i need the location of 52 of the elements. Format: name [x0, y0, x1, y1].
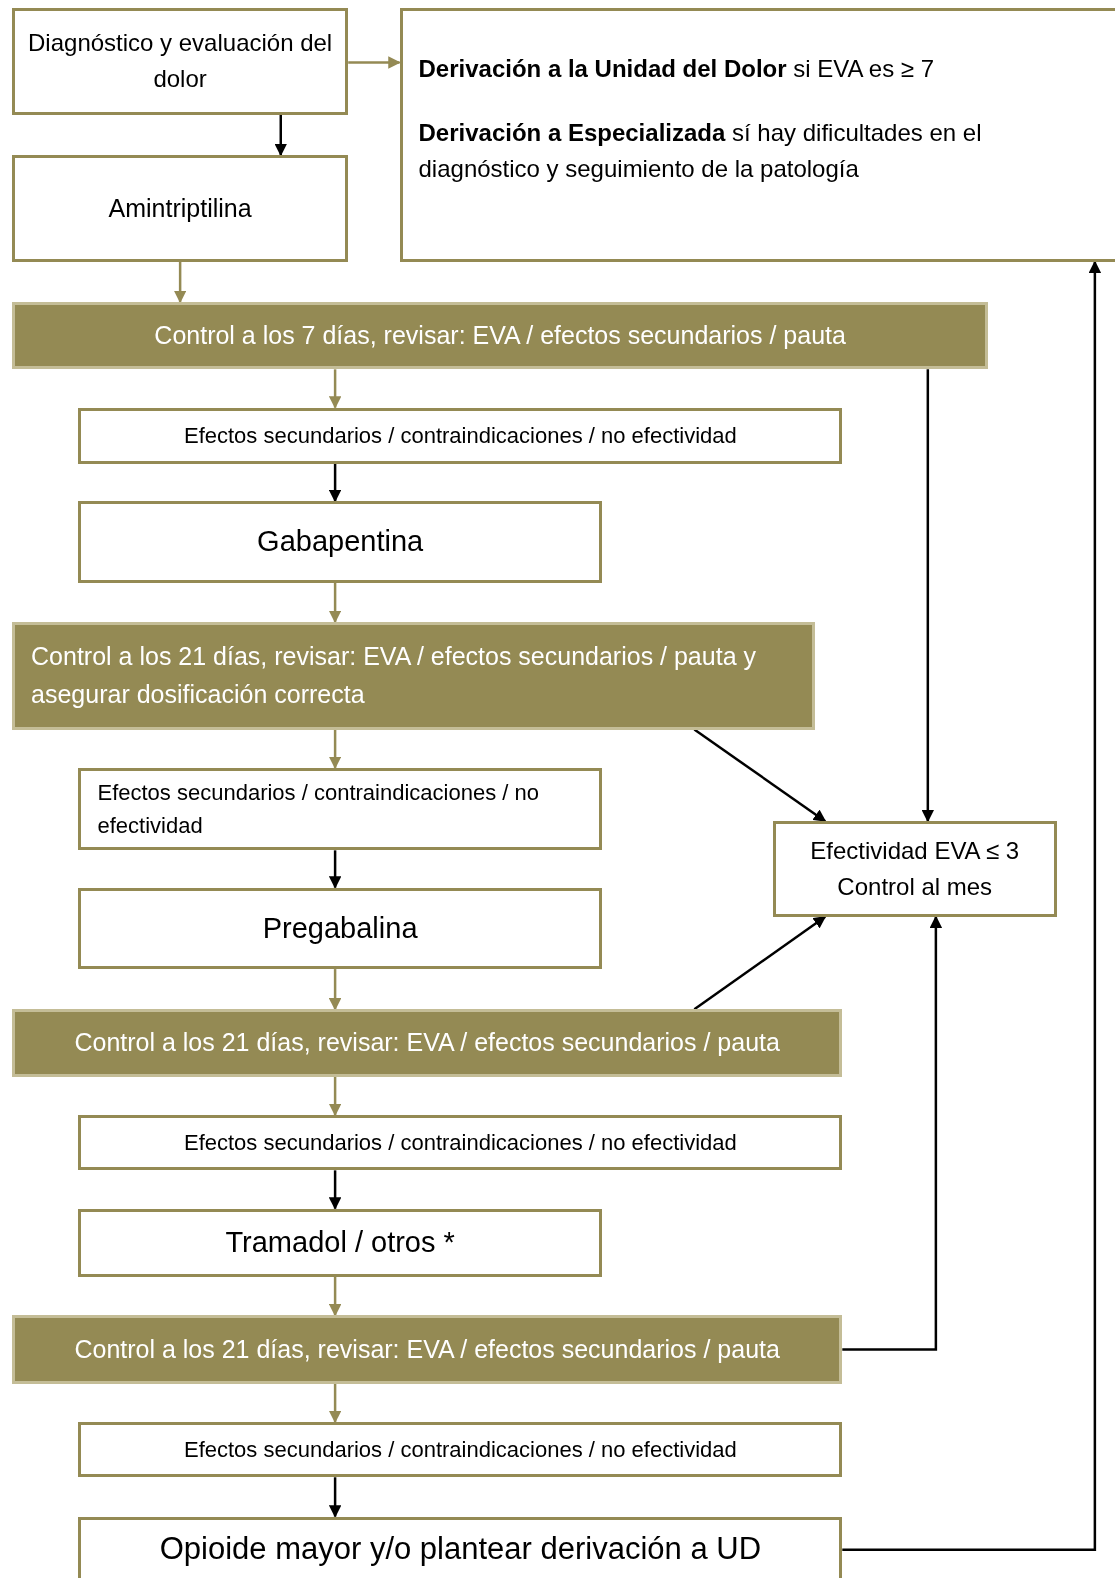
- process-box: [78, 407, 843, 464]
- process-box: [78, 887, 602, 970]
- node-text: Control a los 7 días, revisar: EVA / efectos secundarios / pauta: [154, 319, 846, 351]
- control-bar: [12, 621, 816, 730]
- note-box: [399, 8, 1115, 262]
- node-text: Control a los 21 días, revisar: EVA / efectos secundarios / pauta: [74, 1333, 780, 1365]
- arrow: [328, 463, 342, 503]
- process-box: [78, 1516, 843, 1578]
- process-box: [12, 154, 349, 262]
- arrow: [328, 969, 342, 1011]
- node-text: Amintriptilina: [108, 192, 252, 224]
- arrow: [328, 729, 342, 770]
- control-bar: [12, 301, 989, 370]
- node-text: Tramadol / otros *: [225, 1225, 455, 1261]
- process-box: [78, 1115, 843, 1171]
- arrow: [328, 1170, 342, 1210]
- arrow: [328, 1383, 342, 1424]
- process-box: [78, 1208, 602, 1277]
- node-text: Efectos secundarios / contraindicaciones / no efectividad: [184, 1129, 737, 1158]
- arrow: [328, 1477, 342, 1518]
- arrow: [693, 728, 827, 823]
- node-text: Diagnóstico y evaluación del dolor: [27, 28, 334, 95]
- node-text: Control a los 21 días, revisar: EVA / efectos secundarios / pauta y asegurar dosificación correcta: [31, 641, 757, 710]
- node-text: Pregabalina: [262, 910, 418, 946]
- node-text: Derivación a Especializada sí hay dificultades en el diagnóstico y seguimiento de la patología: [418, 118, 983, 185]
- arrow: [328, 1076, 342, 1117]
- arrow: [328, 850, 342, 889]
- arrow: [842, 915, 943, 1351]
- arrow: [274, 114, 287, 157]
- process-box: [772, 821, 1057, 917]
- node-text: Efectividad EVA ≤ 3 Control al mes: [809, 835, 1021, 902]
- node-text: Gabapentina: [257, 524, 424, 560]
- arrow: [842, 260, 1102, 1551]
- process-box: [78, 767, 602, 851]
- node-text: Control a los 21 días, revisar: EVA / efectos secundarios / pauta: [74, 1027, 780, 1059]
- control-bar: [12, 1315, 843, 1384]
- arrow: [328, 369, 342, 409]
- process-box: [78, 1421, 843, 1478]
- process-box: [12, 8, 349, 115]
- arrow: [348, 56, 401, 69]
- node-text: Opioide mayor y/o plantear derivación a UD: [159, 1530, 762, 1569]
- arrow: [693, 915, 827, 1011]
- arrow: [921, 369, 935, 823]
- node-text: Efectos secundarios / contraindicaciones / no efectividad: [184, 422, 737, 451]
- arrow: [328, 582, 342, 624]
- control-bar: [12, 1009, 843, 1077]
- node-text: Derivación a la Unidad del Dolor si EVA es ≥ 7: [418, 54, 935, 85]
- node-text: Efectos secundarios / contraindicaciones / no efectividad: [184, 1436, 737, 1465]
- arrow: [173, 261, 187, 304]
- process-box: [78, 501, 602, 583]
- arrow: [328, 1277, 342, 1317]
- node-text: Efectos secundarios / contraindicaciones / no efectividad: [97, 779, 540, 841]
